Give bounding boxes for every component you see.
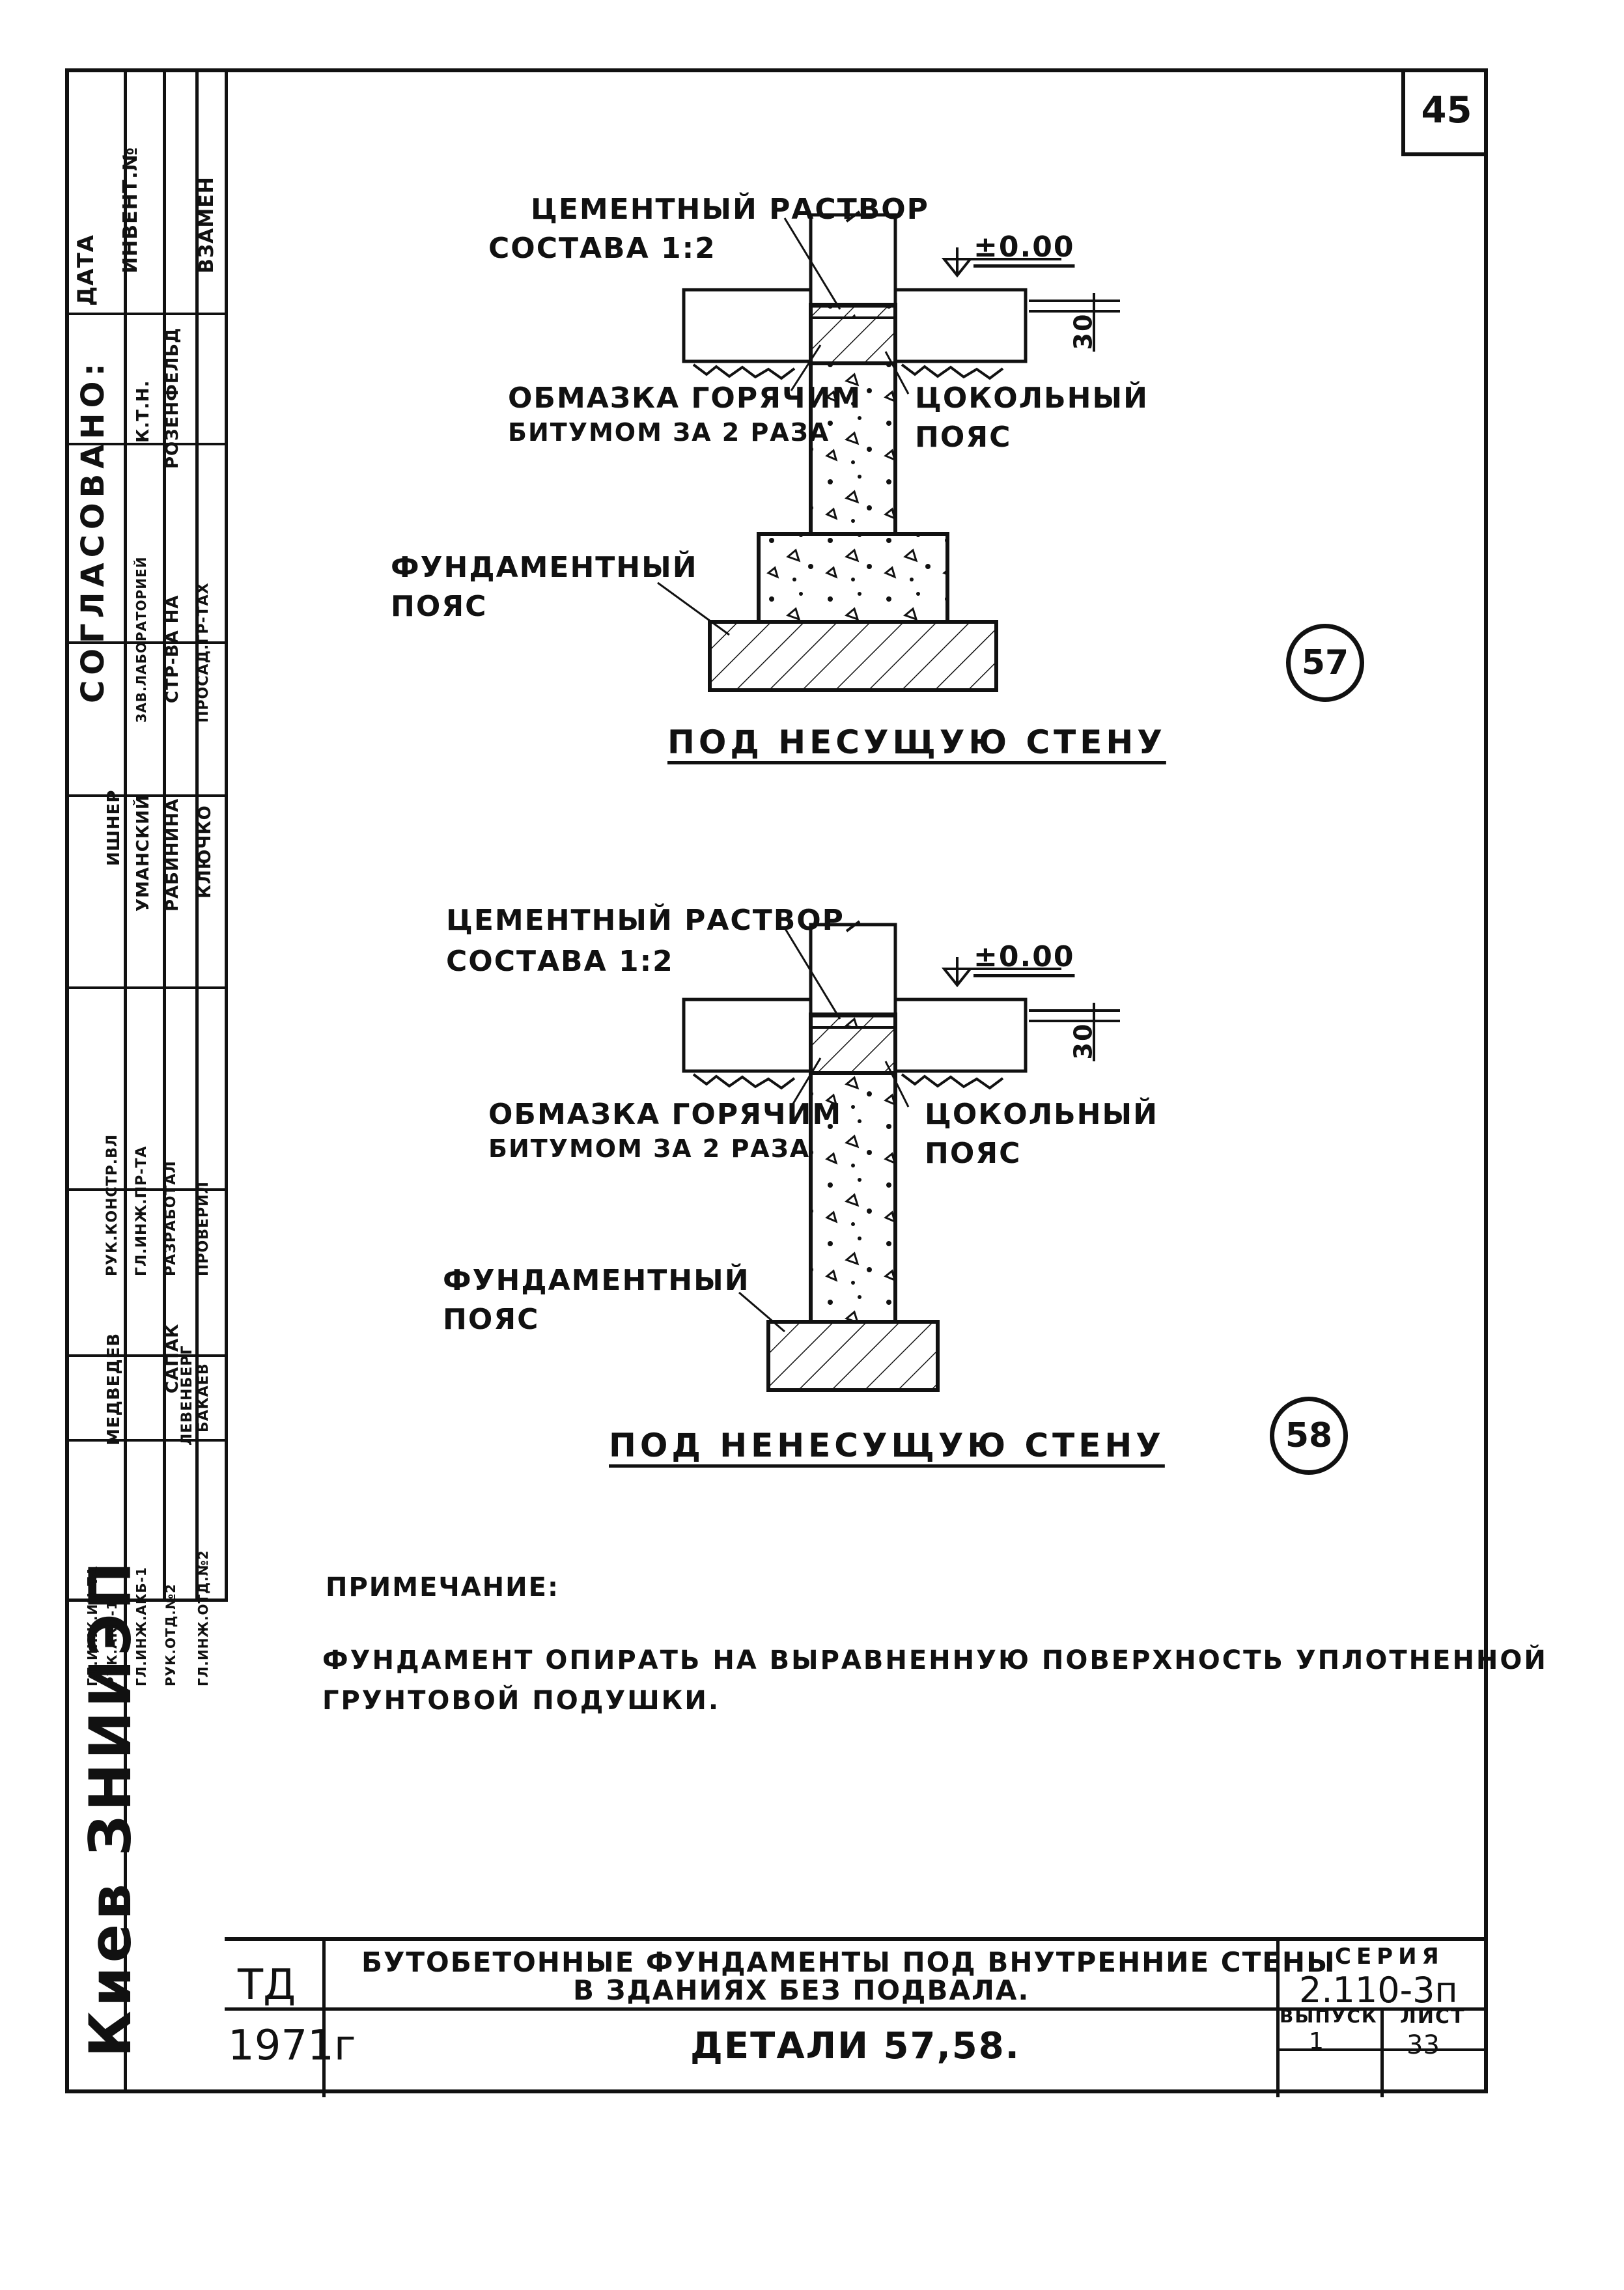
title-issue-value: 1 [1309,2028,1324,2055]
note-heading: ПРИМЕЧАНИЕ: [326,1572,559,1602]
d58-mortar-line2: СОСТАВА 1:2 [446,945,674,978]
title-subtitle: ДЕТАЛИ 57,58. [690,2025,1020,2067]
note-line1: ФУНДАМЕНТ ОПИРАТЬ НА ВЫРАВНЕННУЮ ПОВЕРХН… [322,1645,1548,1675]
note-line2: ГРУНТОВОЙ ПОДУШКИ. [322,1686,721,1716]
d57-mortar-line2: СОСТАВА 1:2 [488,232,716,265]
title-sheet-label: ЛИСТ [1400,2005,1466,2028]
title-org-code: ТД [238,1961,296,2009]
d58-mortar-line1: ЦЕМЕНТНЫЙ РАСТВОР [446,904,845,937]
detail-58-drawing [682,920,1120,1392]
d58-found-line1: ФУНДАМЕНТНЫЙ [443,1264,750,1297]
d57-bitumen-line1: ОБМАЗКА ГОРЯЧИМ [508,382,862,415]
title-year: 1971г [228,2022,356,2070]
d57-plinth-line2: ПОЯС [915,421,1012,454]
d57-found-line2: ПОЯС [391,590,488,623]
d57-level: ±0.00 [973,230,1075,264]
d57-dim: 30 [1069,313,1098,350]
sheet-number: 45 [1401,68,1488,156]
d57-number: 57 [1286,624,1364,702]
title-series-label: СЕРИЯ [1335,1944,1444,1970]
drawing-frame [65,68,1488,2093]
d58-caption: ПОД НЕНЕСУЩУЮ СТЕНУ [609,1427,1165,1464]
d58-plinth-line1: ЦОКОЛЬНЫЙ [925,1098,1158,1131]
title-series-value: 2.110-3п [1299,1970,1458,2011]
d58-bitumen-line1: ОБМАЗКА ГОРЯЧИМ [488,1098,843,1131]
d58-plinth-line2: ПОЯС [925,1137,1022,1170]
d58-number: 58 [1270,1397,1348,1475]
d58-dim: 30 [1069,1022,1098,1060]
title-line1: БУТОБЕТОННЫЕ ФУНДАМЕНТЫ ПОД ВНУТРЕННИЕ С… [361,1946,1336,1978]
d57-mortar-line1: ЦЕМЕНТНЫЙ РАСТВОР [531,193,929,226]
d57-caption: ПОД НЕСУЩУЮ СТЕНУ [667,723,1166,761]
title-issue-label: ВЫПУСК [1280,2005,1378,2027]
title-sheet-value: 33 [1407,2030,1440,2060]
title-block [225,1937,1488,2097]
detail-57-drawing [657,210,1120,692]
d57-plinth-line1: ЦОКОЛЬНЫЙ [915,382,1149,415]
d58-level: ±0.00 [973,940,1075,973]
title-line2: В ЗДАНИЯХ БЕЗ ПОДВАЛА. [573,1974,1030,2006]
side-stamp [65,68,228,2093]
d57-bitumen-line2: БИТУМОМ ЗА 2 РАЗА [508,418,830,447]
d58-bitumen-line2: БИТУМОМ ЗА 2 РАЗА [488,1134,811,1163]
d57-found-line1: ФУНДАМЕНТНЫЙ [391,551,698,584]
d58-found-line2: ПОЯС [443,1303,540,1336]
